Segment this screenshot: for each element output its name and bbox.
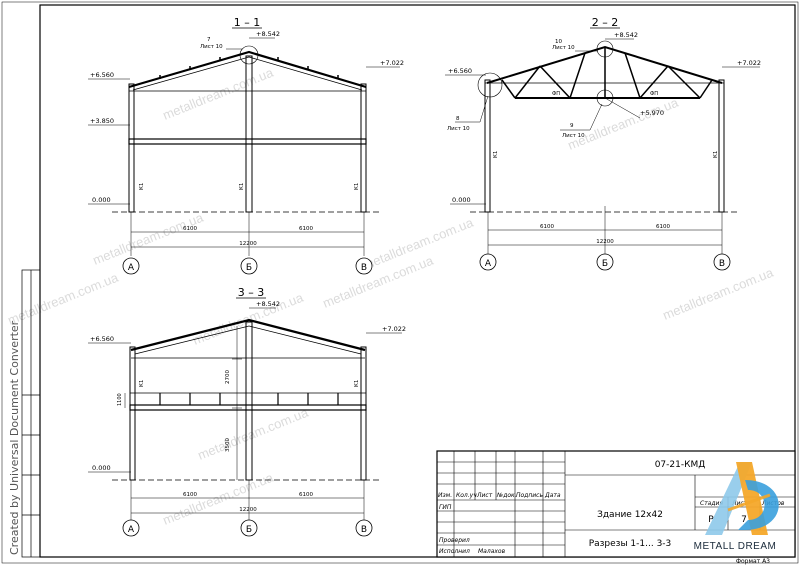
column-label: К1 [139,183,145,190]
gip-label: ГИП [439,504,452,511]
elevation-middle: +3.850 [90,117,114,125]
stage-value: Р [708,515,714,525]
watermark: metalldream.com.ua [6,269,122,327]
elevation-zero: 0.000 [92,196,111,204]
logo-text: METALL DREAM [694,541,777,552]
axis-label: Б [246,525,252,535]
watermark: metalldream.com.ua [161,469,277,527]
elevation-top: +8.542 [614,31,638,39]
metall-dream-logo: METALL DREAM [694,462,779,552]
elevation-eave-left: +6.560 [448,67,472,75]
callout-sheet: Лист 10 [447,126,470,132]
executor-name: Малахов [478,548,506,555]
sheet-number: 7 [741,515,747,525]
dimension-right: 6100 [299,226,313,232]
checked-label: Проверил [439,537,470,544]
axis-label: В [361,525,367,535]
side-stamp-boxes [21,269,41,558]
rafters [130,318,366,352]
column-label: К1 [239,183,245,190]
columns [129,321,367,481]
dimension-side: 1100 [117,393,123,406]
rafters [128,50,367,91]
section-title: 3 – 3 [238,286,265,299]
executed-label: Исполнил [439,548,470,555]
title-block: 07-21-КМД Изм. Кол.уч Лист №док. Подпись… [436,450,796,565]
callout-sheet: Лист 10 [200,44,223,50]
truss-web [501,47,713,99]
dimension-total: 12200 [596,239,614,245]
truss-label: ФП [650,91,658,97]
side-band-text: Created by Universal Document Converter [8,320,21,555]
axis-label: В [719,259,725,269]
dimension-inner-lower: 3500 [225,438,231,452]
elevation-middle: +5.970 [640,109,664,117]
callout-number: 7 [207,37,211,43]
elevation-top: +8.542 [256,30,280,38]
dimension-right: 6100 [299,492,313,498]
sheet-title: Разрезы 1-1... 3-3 [589,539,672,549]
column [718,79,725,213]
dimension-left: 6100 [183,492,197,498]
elevation-eave-right: +7.022 [380,59,404,67]
watermark: metalldream.com.ua [566,94,682,152]
dimension-total: 12200 [239,507,257,513]
axis-label: А [128,263,135,273]
column-label: К1 [354,183,360,190]
axis-label: В [361,263,367,273]
dimension-inner-upper: 2700 [225,370,231,384]
section-title: 1 – 1 [234,16,261,29]
callout-number: 9 [570,123,574,129]
header-count: Кол.уч [456,492,477,499]
elevation-eave-left: +6.560 [90,335,114,343]
floor-beam [129,404,367,411]
sheet-header: Лист [731,500,748,507]
dimension-left: 6100 [540,224,554,230]
header-doc: №док. [496,492,517,499]
truss-label: ФП [552,91,560,97]
section-title: 2 – 2 [592,16,619,29]
column-label: К1 [493,151,499,158]
section-3-3: 3 – 3 +6.560 0.000 +7.022 +8.542 [88,286,406,537]
header-change: Изм. [438,492,452,499]
stage-header: Стадия [700,500,723,507]
document-code: 07-21-КМД [655,460,706,470]
watermark: metalldream.com.ua [661,264,777,322]
floor-beam [128,138,367,145]
dimension-left: 6100 [183,226,197,232]
header-sheet: Лист [476,492,493,499]
axis-label: А [485,259,492,269]
elevation-eave-right: +7.022 [382,325,406,333]
elevation-eave-left: +6.560 [90,71,114,79]
building-name: Здание 12х42 [597,510,663,520]
section-1-1: 1 – 1 +6.560 +3.850 0. [88,16,404,275]
callout-number: 8 [456,116,460,122]
callout-sheet: Лист 10 [552,45,575,51]
column [484,79,491,213]
elevation-eave-right: +7.022 [737,59,761,67]
column-label: К1 [713,151,719,158]
dimension-right: 6100 [656,224,670,230]
callout-sheet: Лист 10 [562,133,585,139]
dimension-total: 12200 [239,241,257,247]
axis-label: Б [246,263,252,273]
header-date: Дата [544,492,561,499]
elevation-zero: 0.000 [92,464,111,472]
elevation-zero: 0.000 [452,196,471,204]
format-label: Формат А3 [736,558,770,565]
watermark: metalldream.com.ua [91,209,207,267]
watermark: metalldream.com.ua [196,404,312,462]
header-signature: Подпись [516,492,543,499]
axis-label: Б [602,259,608,269]
axis-label: А [128,525,135,535]
callout-number: 10 [555,39,562,45]
elevation-top: +8.542 [256,300,280,308]
column-label: К1 [139,380,145,387]
section-2-2: 2 – 2 ФП ФП +6.560 [445,16,761,271]
column-label: К1 [354,380,360,387]
